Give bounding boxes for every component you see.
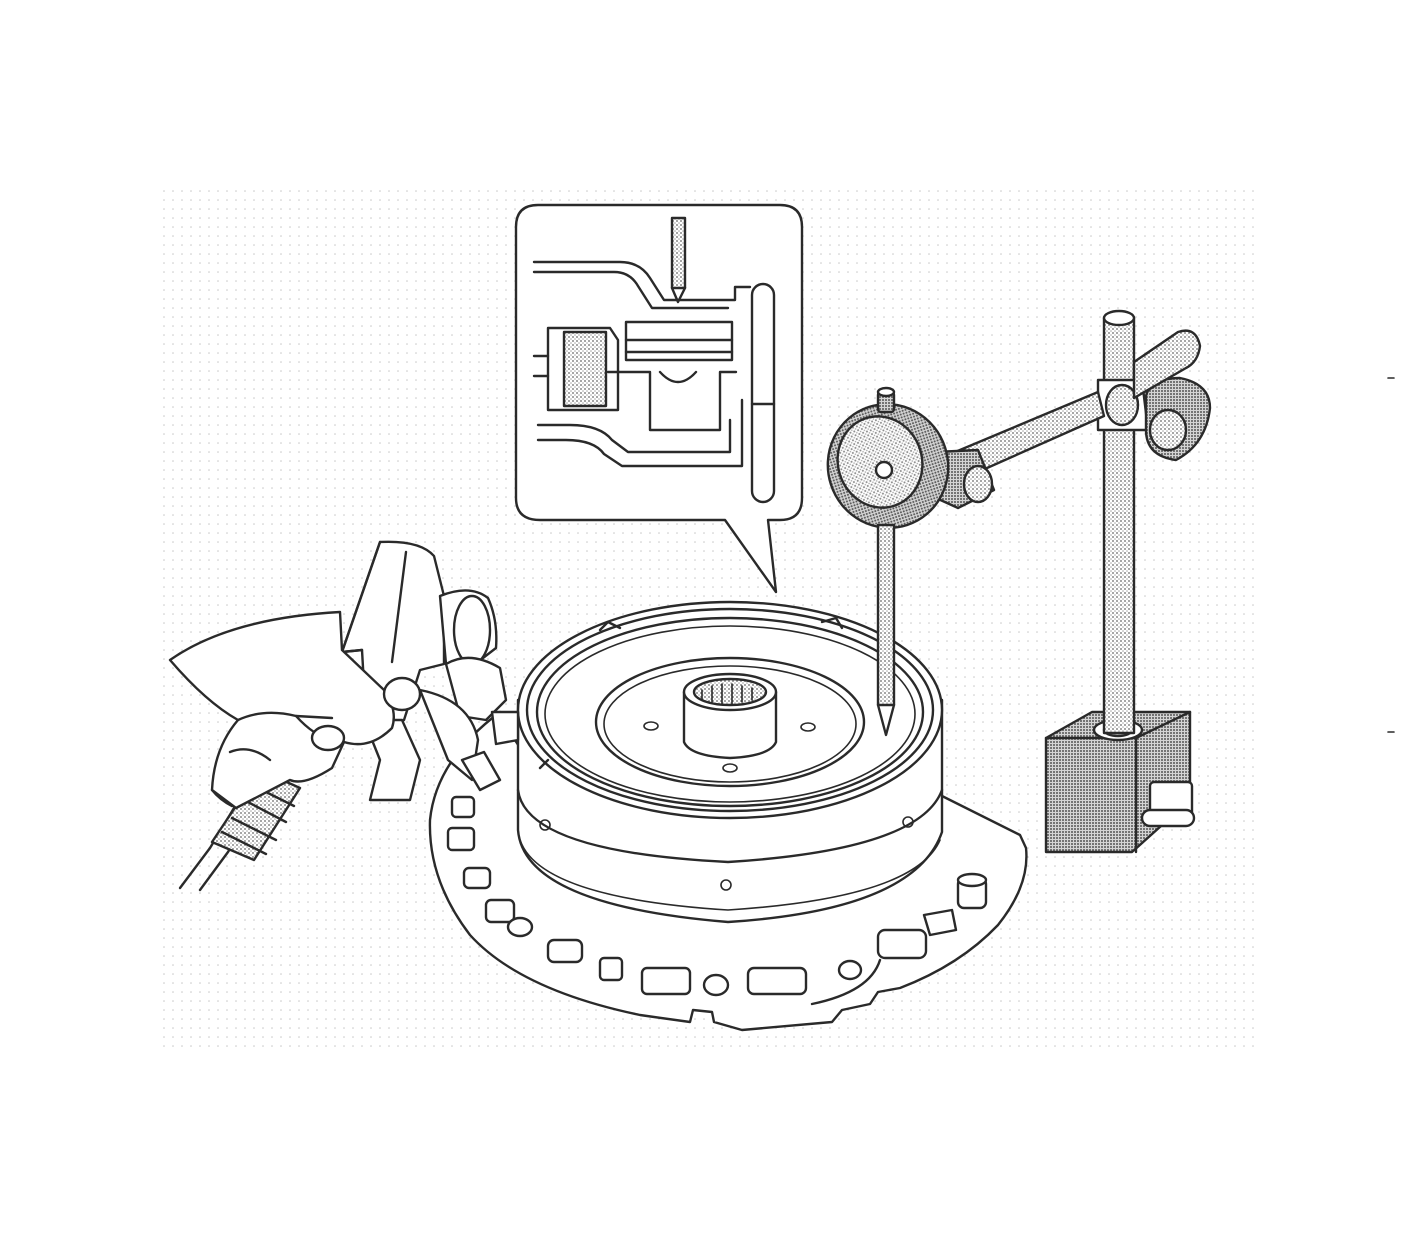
dial-gauge xyxy=(826,386,950,530)
detail-inset-callout xyxy=(514,203,804,594)
dial-indicator-stand xyxy=(826,309,1212,854)
clutch-drum xyxy=(516,600,944,924)
hand-with-air-gun xyxy=(168,540,520,892)
splined-hub xyxy=(682,672,778,760)
